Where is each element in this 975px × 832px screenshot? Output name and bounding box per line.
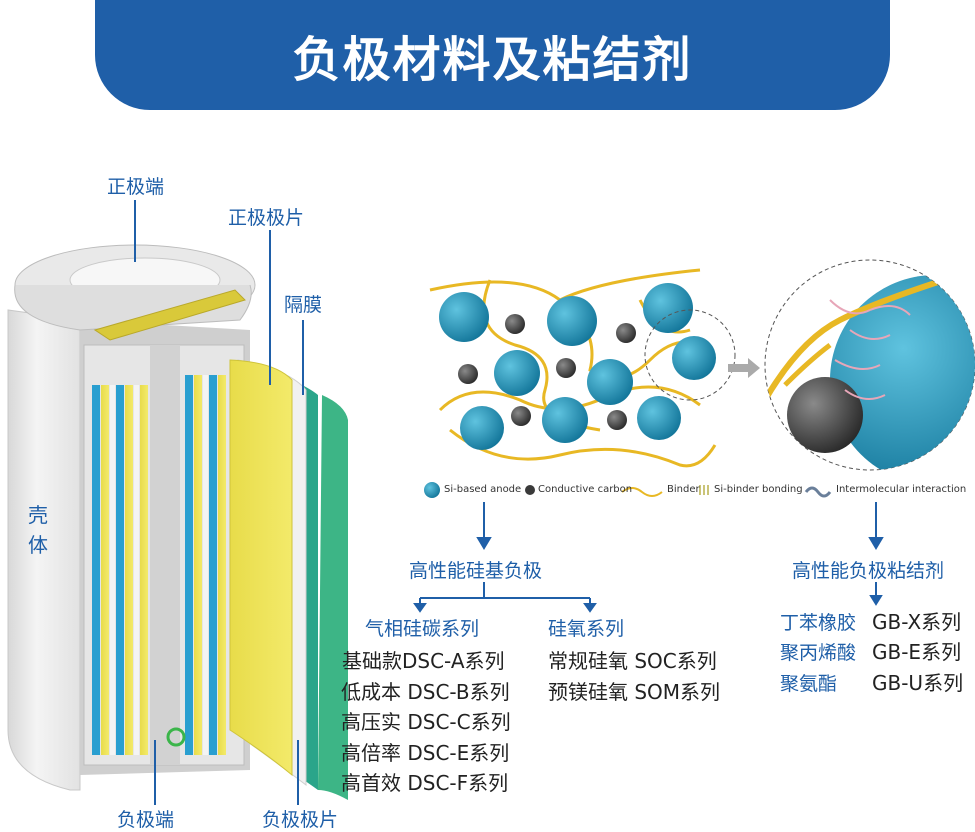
anode-item: 低成本 DSC-B系列 [341,680,510,704]
label-negative-terminal: 负极端 [117,809,175,831]
anode-category-gas-silicon-carbon: 气相硅碳系列 [365,618,480,640]
label-positive-terminal: 正极端 [107,176,165,198]
legend-carbon: Conductive carbon [538,484,633,495]
binder-code: GB-X系列 [872,610,962,634]
label-positive-sheet: 正极极片 [228,207,305,229]
binder-name: 丁苯橡胶 [780,612,857,634]
binder-code: GB-U系列 [872,671,964,695]
binder-heading: 高性能负极粘结剂 [792,560,945,582]
label-shell: 壳 体 [28,503,48,557]
anode-heading: 高性能硅基负极 [409,560,543,582]
legend-bonding: Si-binder bonding [714,484,803,495]
anode-item: 高倍率 DSC-E系列 [341,741,510,765]
label-separator: 隔膜 [284,294,323,316]
anode-category-silicon-oxide: 硅氧系列 [548,618,625,640]
binder-code: GB-E系列 [872,640,962,664]
anode-oxide-item: 常规硅氧 SOC系列 [548,649,717,673]
anode-oxide-item: 预镁硅氧 SOM系列 [548,680,721,704]
label-negative-sheet: 负极极片 [262,809,339,831]
binder-name: 聚氨酯 [780,673,838,695]
legend-binder: Binder [667,484,700,495]
anode-item: 高压实 DSC-C系列 [341,710,511,734]
binder-name: 聚丙烯酸 [780,642,857,664]
legend-interaction: Intermolecular interaction [836,484,967,495]
anode-item: 高首效 DSC-F系列 [341,771,509,795]
page-title: 负极材料及粘结剂 [292,32,693,88]
legend-si-anode: Si-based anode [444,484,522,495]
title-banner: 负极材料及粘结剂 [95,0,890,110]
anode-item: 基础款DSC-A系列 [342,649,505,673]
